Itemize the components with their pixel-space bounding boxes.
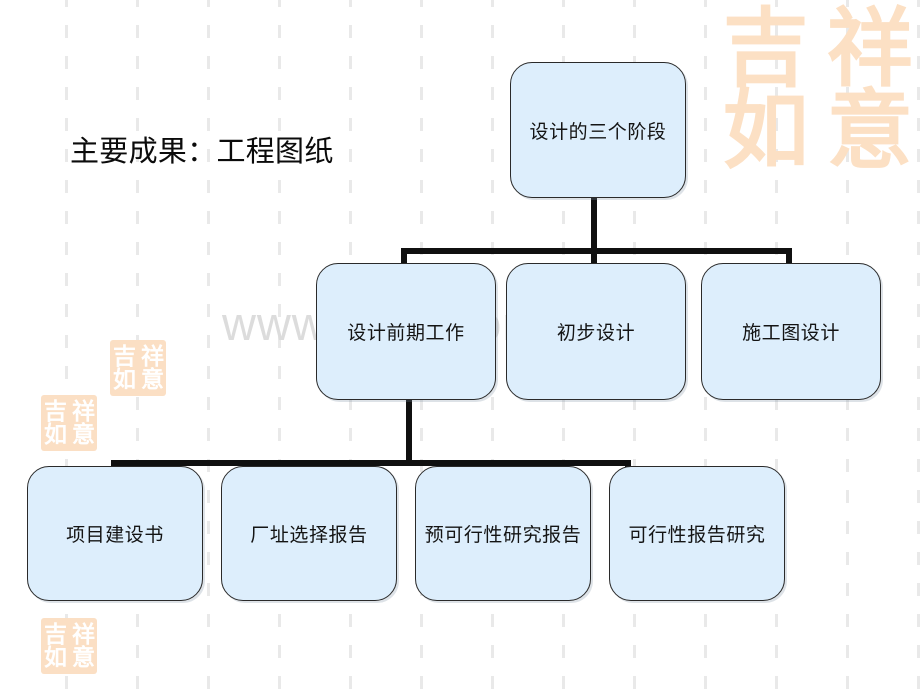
node-mid-1[interactable]: 设计前期工作 xyxy=(316,263,496,400)
seal-watermark-small: 吉 祥 如 意 xyxy=(110,340,166,396)
node-root[interactable]: 设计的三个阶段 xyxy=(510,62,686,198)
connector-root-stem xyxy=(591,196,597,251)
node-label: 厂址选择报告 xyxy=(250,525,368,546)
node-label: 可行性报告研究 xyxy=(628,525,766,546)
node-mid-2[interactable]: 初步设计 xyxy=(506,263,686,400)
seal-char: 祥 xyxy=(71,621,95,648)
seal-char: 意 xyxy=(826,80,913,181)
node-label: 预可行性研究报告 xyxy=(424,525,582,546)
connector-mid-drop-1 xyxy=(401,248,407,270)
seal-char: 意 xyxy=(71,421,95,448)
node-mid-3[interactable]: 施工图设计 xyxy=(701,263,881,400)
connector-mid-drop-2 xyxy=(591,248,597,270)
grid-column xyxy=(278,0,281,690)
grid-column xyxy=(65,0,68,690)
node-label: 施工图设计 xyxy=(742,323,840,344)
seal-char: 如 xyxy=(43,644,67,671)
seal-char: 祥 xyxy=(826,0,913,100)
connector-mid-drop-3 xyxy=(786,248,792,270)
grid-column xyxy=(917,0,920,690)
seal-char: 如 xyxy=(112,366,136,393)
seal-watermark-small: 吉 祥 如 意 xyxy=(41,395,97,451)
node-leaf-3[interactable]: 预可行性研究报告 xyxy=(415,466,591,601)
node-leaf-2[interactable]: 厂址选择报告 xyxy=(221,466,397,601)
page-title: 主要成果：工程图纸 xyxy=(70,134,334,168)
connector-leaf-bus xyxy=(111,460,631,466)
grid-column xyxy=(207,0,210,690)
seal-watermark-small: 吉 祥 如 意 xyxy=(41,618,97,674)
seal-char: 祥 xyxy=(71,398,95,425)
seal-char: 吉 xyxy=(43,621,67,648)
seal-char: 如 xyxy=(43,421,67,448)
seal-char: 祥 xyxy=(140,343,164,370)
node-label: 初步设计 xyxy=(556,323,636,344)
seal-char: 意 xyxy=(140,366,164,393)
node-label: 设计前期工作 xyxy=(347,323,465,344)
node-label: 设计的三个阶段 xyxy=(529,121,667,143)
node-leaf-1[interactable]: 项目建设书 xyxy=(27,466,203,601)
seal-char: 吉 xyxy=(112,343,136,370)
seal-char: 如 xyxy=(722,80,809,181)
seal-char: 吉 xyxy=(722,0,809,100)
seal-watermark-large: 吉 祥 如 意 xyxy=(712,2,920,178)
seal-char: 意 xyxy=(71,644,95,671)
node-label: 项目建设书 xyxy=(66,525,164,546)
connector-branch-stem xyxy=(406,400,412,463)
node-leaf-4[interactable]: 可行性报告研究 xyxy=(609,466,785,601)
seal-char: 吉 xyxy=(43,398,67,425)
